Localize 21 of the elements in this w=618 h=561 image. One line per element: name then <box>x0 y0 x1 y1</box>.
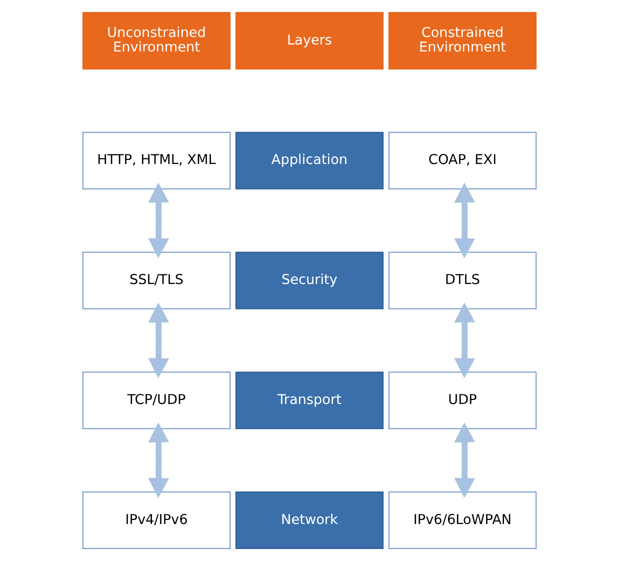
arrow <box>454 182 475 258</box>
node-box: Unconstrained Environment <box>82 12 230 70</box>
node-box: Security <box>234 252 384 310</box>
node-box: IPv4/IPv6 <box>82 492 230 550</box>
arrow <box>148 302 169 378</box>
arrow <box>148 182 169 258</box>
node-box: UDP <box>388 372 536 430</box>
arrow <box>454 302 475 378</box>
node-box: DTLS <box>388 252 536 310</box>
node-box: Constrained Environment <box>388 12 536 70</box>
node-box: Application <box>234 132 384 190</box>
node-box: TCP/UDP <box>82 372 230 430</box>
arrow <box>148 422 169 498</box>
node-box: COAP, EXI <box>388 132 536 190</box>
node-box: Transport <box>234 372 384 430</box>
node-box: Layers <box>234 12 384 70</box>
arrow <box>454 422 475 498</box>
node-box: IPv6/6LoWPAN <box>388 492 536 550</box>
node-box: Network <box>234 492 384 550</box>
node-box: HTTP, HTML, XML <box>82 132 230 190</box>
node-box: SSL/TLS <box>82 252 230 310</box>
